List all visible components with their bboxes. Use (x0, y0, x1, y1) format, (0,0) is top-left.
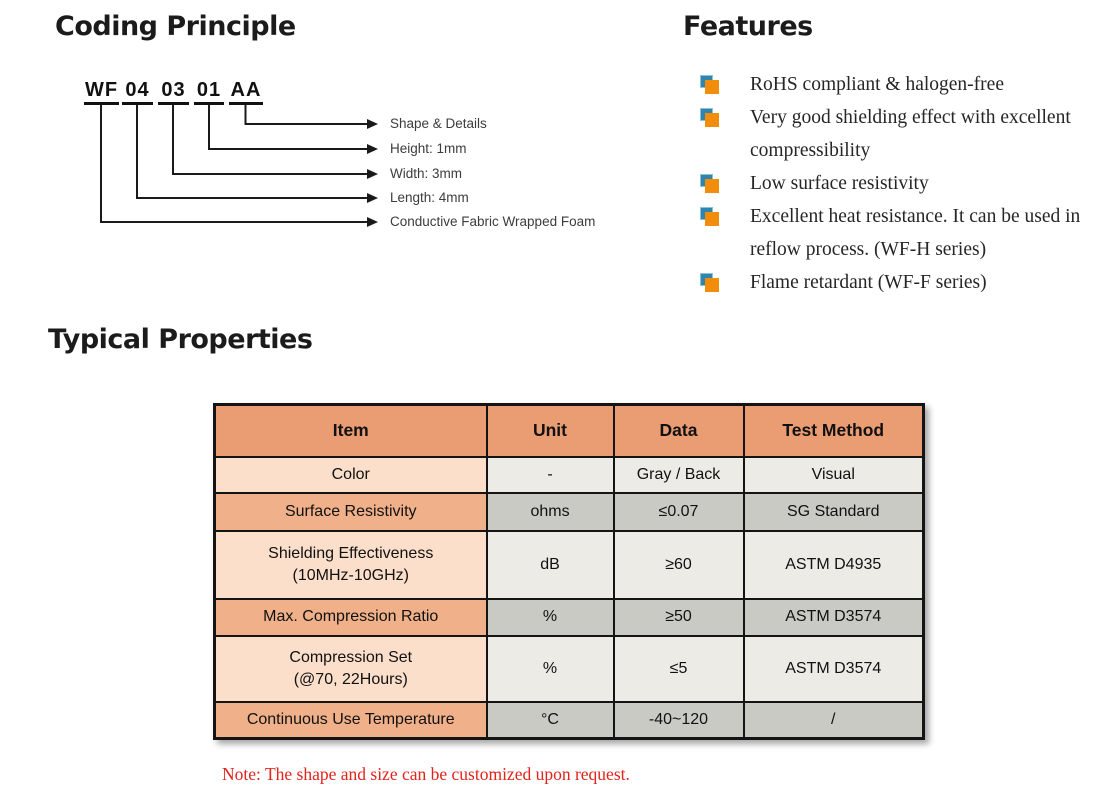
diagram-label-height: Height: 1mm (390, 141, 467, 156)
cell-unit: °C (485, 700, 615, 740)
typical-properties-table: Item Unit Data Test Method Color - Gray … (213, 403, 925, 740)
header-data: Data (612, 403, 745, 458)
code-segment-height: 01 (194, 78, 224, 105)
header-unit: Unit (485, 403, 615, 458)
cell-item: Surface Resistivity (213, 491, 488, 532)
square-bullet-icon (700, 174, 719, 193)
diagram-label-width: Width: 3mm (390, 166, 463, 181)
cell-data: ≤0.07 (612, 491, 745, 532)
cell-data: ≥50 (612, 597, 745, 637)
feature-item: RoHS compliant & halogen-free (700, 68, 1100, 101)
cell-unit: - (485, 455, 615, 494)
feature-item: Excellent heat resistance. It can be use… (700, 200, 1100, 266)
cell-item: Max. Compression Ratio (213, 597, 488, 637)
cell-unit: % (485, 597, 615, 637)
typical-properties-title: Typical Properties (48, 324, 313, 355)
cell-item: Compression Set (@70, 22Hours) (213, 634, 488, 703)
table-row: Continuous Use Temperature °C -40~120 / (213, 700, 925, 740)
customization-note: Note: The shape and size can be customiz… (222, 764, 630, 784)
header-item: Item (213, 403, 488, 458)
features-list: RoHS compliant & halogen-free Very good … (700, 68, 1100, 299)
cell-method: Visual (742, 455, 925, 494)
cell-method: ASTM D4935 (742, 529, 925, 600)
code-segment-shape: AA (229, 78, 263, 105)
cell-method: ASTM D3574 (742, 597, 925, 637)
diagram-label-shape: Shape & Details (390, 116, 487, 131)
cell-unit: % (485, 634, 615, 703)
code-segment-series: WF (84, 78, 119, 105)
code-segment-length: 04 (122, 78, 153, 105)
cell-item: Shielding Effectiveness (10MHz-10GHz) (213, 529, 488, 600)
square-bullet-icon (700, 273, 719, 292)
table-row: Shielding Effectiveness (10MHz-10GHz) dB… (213, 529, 925, 600)
coding-diagram-lines (100, 105, 378, 227)
diagram-label-length: Length: 4mm (390, 190, 469, 205)
coding-principle-title: Coding Principle (55, 11, 296, 42)
cell-method: SG Standard (742, 491, 925, 532)
feature-text: Excellent heat resistance. It can be use… (750, 206, 1081, 260)
cell-method: ASTM D3574 (742, 634, 925, 703)
cell-item: Color (213, 455, 488, 494)
code-segment-width: 03 (158, 78, 189, 105)
features-title: Features (683, 11, 813, 42)
feature-item: Flame retardant (WF-F series) (700, 266, 1100, 299)
cell-unit: ohms (485, 491, 615, 532)
table-row: Surface Resistivity ohms ≤0.07 SG Standa… (213, 491, 925, 532)
table-row: Compression Set (@70, 22Hours) % ≤5 ASTM… (213, 634, 925, 703)
cell-data: ≤5 (612, 634, 745, 703)
feature-text: Very good shielding effect with excellen… (750, 107, 1071, 161)
square-bullet-icon (700, 75, 719, 94)
feature-item: Low surface resistivity (700, 167, 1100, 200)
table-header-row: Item Unit Data Test Method (213, 403, 925, 458)
table-row: Max. Compression Ratio % ≥50 ASTM D3574 (213, 597, 925, 637)
cell-data: Gray / Back (612, 455, 745, 494)
cell-method: / (742, 700, 925, 740)
table-row: Color - Gray / Back Visual (213, 455, 925, 494)
cell-data: ≥60 (612, 529, 745, 600)
square-bullet-icon (700, 108, 719, 127)
feature-item: Very good shielding effect with excellen… (700, 101, 1100, 167)
feature-text: Flame retardant (WF-F series) (750, 272, 987, 293)
cell-item: Continuous Use Temperature (213, 700, 488, 740)
feature-text: Low surface resistivity (750, 173, 929, 194)
header-test-method: Test Method (742, 403, 925, 458)
square-bullet-icon (700, 207, 719, 226)
cell-data: -40~120 (612, 700, 745, 740)
feature-text: RoHS compliant & halogen-free (750, 74, 1004, 95)
diagram-label-material: Conductive Fabric Wrapped Foam (390, 214, 596, 229)
cell-unit: dB (485, 529, 615, 600)
